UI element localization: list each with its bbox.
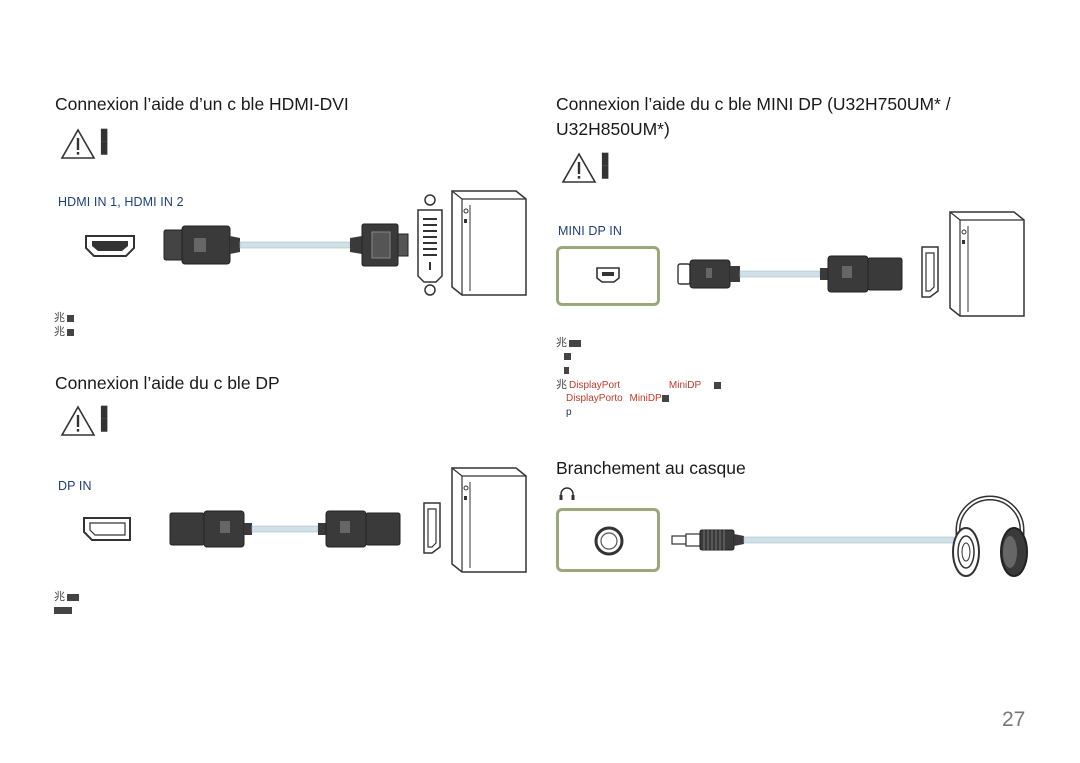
notes-dp: 兆 [54,590,79,618]
pc-tower-icon [949,211,1025,317]
note-line [556,364,721,378]
note-line [556,350,721,364]
mini-dp-port-icon [596,267,620,283]
dp-port-icon [921,246,939,298]
highlight-displayport: DisplayPort [569,380,621,391]
section-title-hdmi-dvi: Connexion l’aide d’un c ble HDMI-DVI [55,94,349,114]
note-line: 兆 [54,590,79,604]
warning-text: ▊ ▊ [602,154,611,179]
page-number: 27 [1002,708,1026,731]
highlight-minidp-2: MiniDP [629,393,662,404]
note-line [54,604,79,618]
headphone-port-frame [556,508,660,572]
headphone-port-icon [594,526,624,556]
notes-hdmi-dvi: 兆 兆 [54,311,74,339]
hdmi-port-icon [85,235,135,257]
warning-text: ▊ ▊ [101,407,110,432]
port-label-dp: DP IN [58,479,92,493]
pc-tower-icon [451,467,527,573]
section-title-headphone: Branchement au casque [556,458,746,478]
dp-cable [169,510,401,548]
port-label-mini-dp: MINI DP IN [558,224,622,238]
warning-icon [60,405,96,436]
note-line: DisplayPorto MiniDP [556,392,721,406]
port-label-hdmi: HDMI IN 1, HDMI IN 2 [58,195,184,209]
hdmi-dvi-cable [163,223,409,267]
note-line: 兆 [54,311,74,325]
warning-icon [60,128,96,159]
note-line: p [566,407,572,418]
mini-dp-cable [677,255,903,293]
section-title-mini-dp-line1: Connexion l’aide du c ble MINI DP (U32H7… [556,94,951,114]
warning-text: ▊ ▊ [101,130,110,155]
headphone-jack-icon [559,487,575,500]
section-title-dp: Connexion l’aide du c ble DP [55,373,280,393]
headphones-icon [952,495,1028,577]
highlight-displayporto: DisplayPorto [566,393,623,404]
mini-dp-port-frame [556,246,660,306]
warning-icon [561,152,597,183]
section-title-mini-dp-line2: U32H850UM*) [556,119,670,139]
note-line: 兆 [556,336,721,350]
note-line: 兆 [54,325,74,339]
dp-port-icon [83,517,131,541]
dvi-port-icon [417,194,443,296]
dp-port-icon [423,502,441,554]
headphone-cable [671,529,955,551]
highlight-minidp: MiniDP [668,380,701,391]
pc-tower-icon [451,190,527,296]
